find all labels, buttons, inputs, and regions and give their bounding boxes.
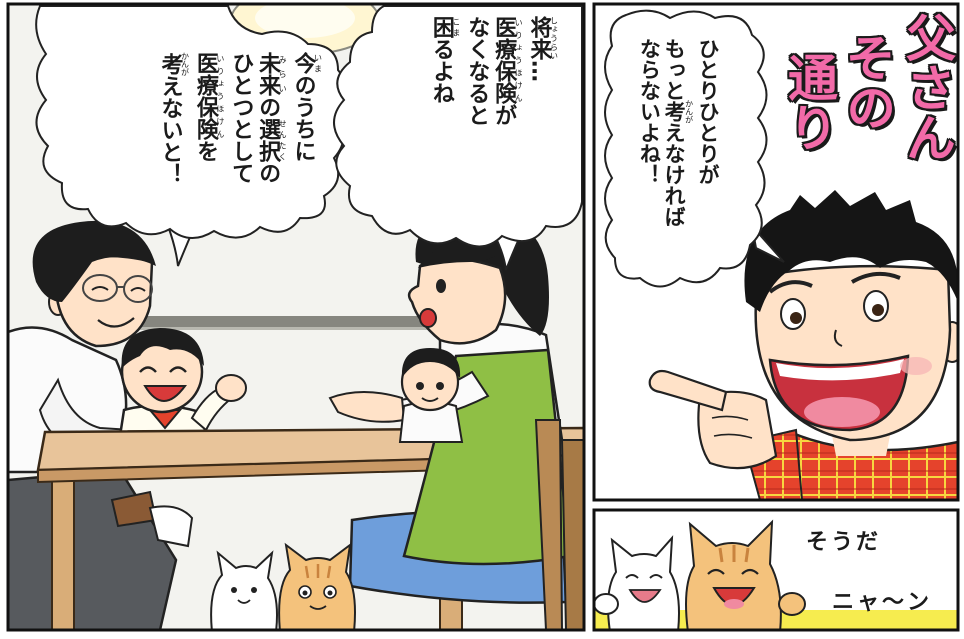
boy-mouth [768,354,910,432]
father-speech-text: 今いまのうちに未来みらいの選択せんたくのひとつとして医療保険いりょうほけんを考か… [154,52,323,185]
title-lettering-column-3: 通り [780,52,838,152]
mother-speech-column-4: 困こまるよね [428,16,461,104]
panel-boy-agrees-border [592,2,960,502]
father-speech-ruby-word: 未来みらい [255,52,288,96]
boy-speech-text: ひとりひとりがもっと考かんがえなければならないよね！ [635,38,720,227]
panel-family-table-border [6,2,586,632]
cat-meow-text: ニャ〜ン [832,590,933,615]
mother-speech-column-1: 将来しょうらい… [526,16,559,82]
boy-eyebrow-left [768,280,813,294]
father-hair [32,220,157,302]
cat-tabby [685,519,806,630]
furigana: かんが [684,99,694,124]
mother-speech-column-3: なくなると [464,16,490,126]
girl-hair [401,348,461,378]
boy-nose [833,329,843,347]
father-speech-column-1: 今いまのうちに [290,52,323,162]
boy-hair [744,190,958,312]
girl-eye-left [416,382,424,390]
boy-speech-ruby-word: 考かんが [662,99,694,124]
father-speech-bubble [35,5,348,267]
cat-exclamation-text: そうだ [806,530,882,555]
father-speech-ruby-word: 医療保険いりょうほけん [192,52,225,140]
boy-figure [648,190,958,500]
father-speech-column-4: 医療保険いりょうほけんを [192,52,225,162]
girl-smile [421,397,439,402]
child-hair [121,328,204,368]
father-speech-column-5: 考かんがえないと！ [157,52,190,185]
mother-speech-bubble [333,5,583,271]
girl-figure [398,348,464,443]
boy-eyes [780,290,889,330]
mother-speech-ruby-word: 将来しょうらい [526,16,559,60]
child-eye-left [139,366,157,373]
father-speech-ruby-word: 今いま [290,52,323,74]
furigana: いりょうほけん [514,16,524,104]
child-fist [215,374,247,402]
boy-speech-column-3: ならないよね！ [637,38,662,185]
father-smile [97,317,135,328]
cat-white-paw [594,593,619,615]
pointing-hand [648,369,778,470]
boy-speech-column-1: ひとりひとりが [696,38,720,185]
title-lettering-column-2: その [838,32,896,132]
furigana: かんが [180,52,190,76]
window-frame [90,316,450,330]
cat-white [594,535,680,630]
cat-tabby-paw [778,592,806,616]
furigana: いま [313,52,323,74]
furigana: いりょうほけん [215,52,225,140]
furigana: せんたく [278,118,288,162]
panel-cats-border [592,508,960,632]
title-lettering-column-1: 父さん [898,12,956,162]
father-speech-ruby-word: 考かんが [157,52,190,76]
child-eye-right [169,366,187,373]
cat-white-small [210,550,278,630]
father-speech-ruby-word: 選択せんたく [255,118,288,162]
mother-mouth [419,308,437,328]
boy-cheek-blush [900,357,932,375]
chair-right [534,419,584,630]
father-speech-column-3: ひとつとして [228,52,254,184]
father-speech-column-2: 未来みらいの選択せんたくの [255,52,288,184]
girl-eye-right [436,382,444,390]
furigana: こま [451,16,461,38]
cat-tabby-small [278,542,356,630]
boy-eyebrow-right [850,271,901,284]
mother-eye [436,279,446,293]
child-socks [148,505,194,548]
mother-speech-ruby-word: 医療保険いりょうほけん [491,16,524,104]
boy-speech-column-2: もっと考かんがえなければ [662,38,694,227]
furigana: みらい [278,52,288,96]
mother-speech-column-2: 医療保険いりょうほけんが [491,16,524,126]
father-glasses [82,274,153,303]
panel-boy-agrees [594,4,958,500]
mother-speech-ruby-word: 困こま [428,16,461,38]
boy-speech-bubble [604,9,785,288]
panel-cats [594,510,958,630]
furigana: しょうらい [549,16,559,60]
panel-family-table [8,4,584,630]
mother-speech-text: 将来しょうらい…医療保険いりょうほけんがなくなると困こまるよね [425,16,559,126]
child-mouth [143,385,187,402]
